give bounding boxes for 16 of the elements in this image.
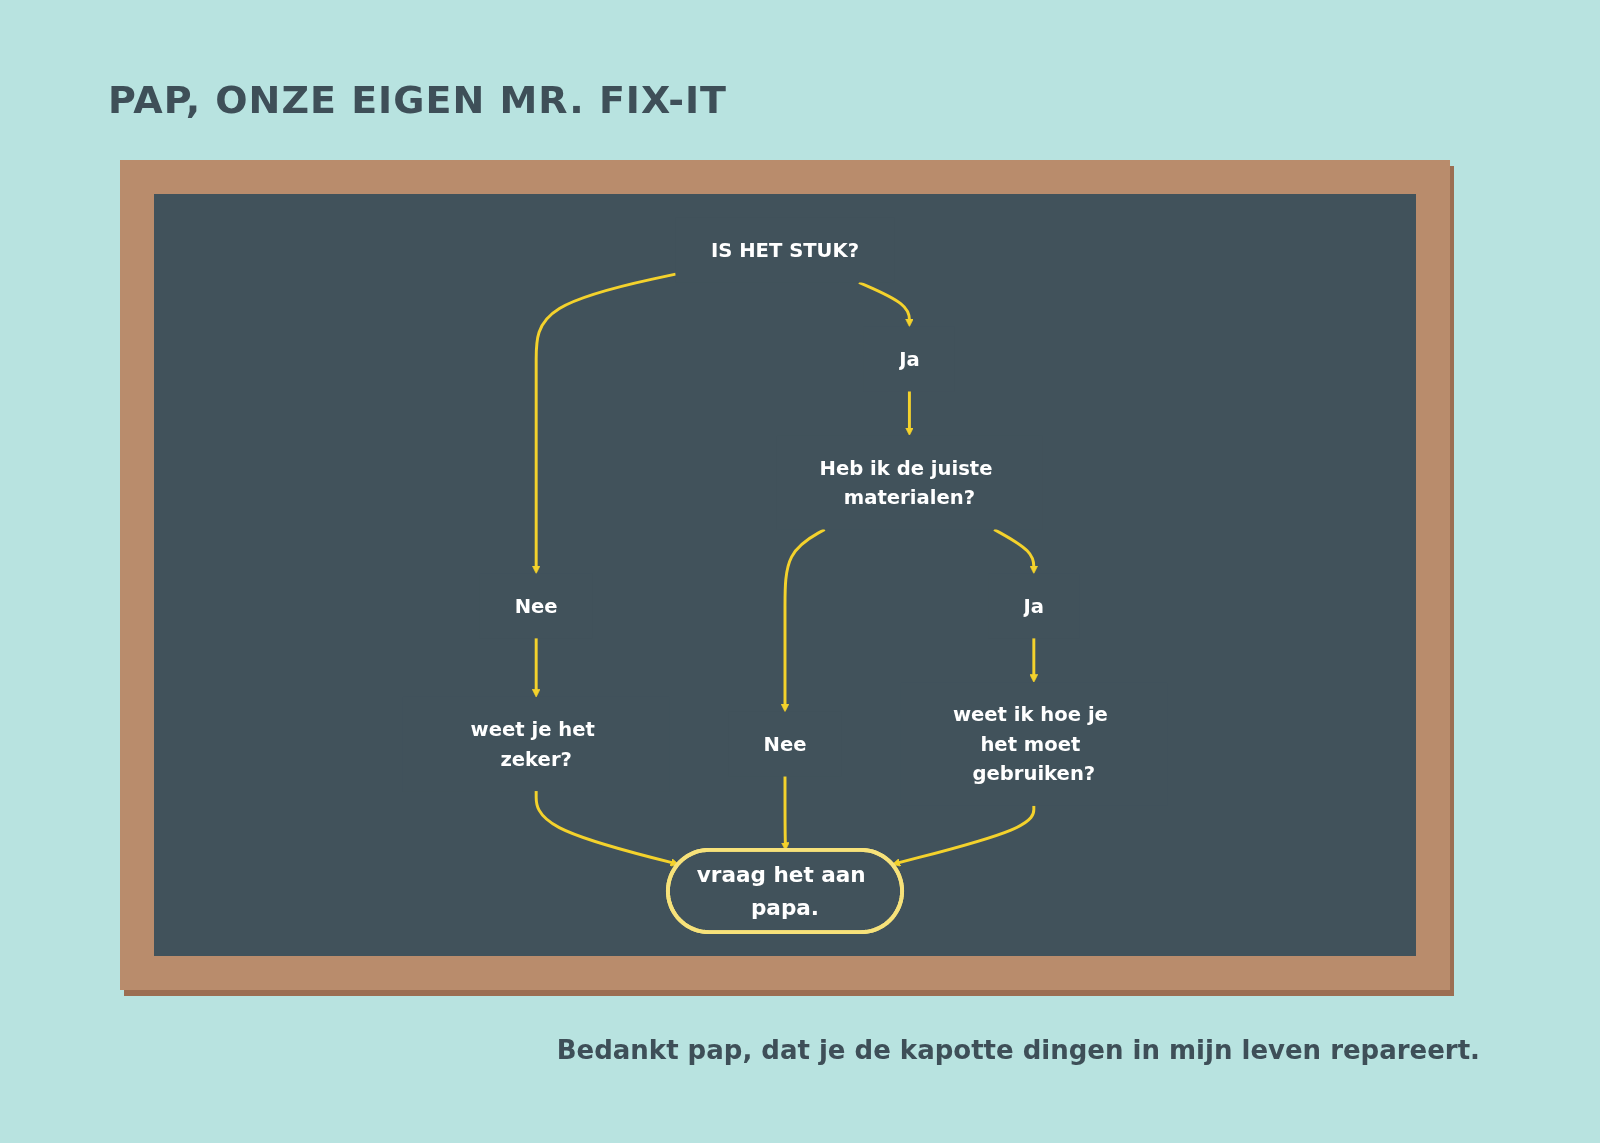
arrow — [531, 638, 541, 698]
arrow — [1029, 638, 1039, 683]
node-text: Heb ik de juiste materialen? — [819, 455, 993, 509]
node-text: Nee — [763, 732, 807, 756]
title: PAP, ONZE EIGEN MR. FIX-IT — [108, 78, 727, 122]
arrow — [993, 528, 1039, 574]
node-text: weet je het zeker? — [470, 717, 595, 771]
arrow — [780, 528, 826, 713]
arrow — [891, 805, 1036, 867]
node-text: IS HET STUK? — [710, 238, 860, 262]
arrow — [905, 391, 914, 436]
node-text: weet ik hoe je het moet gebruiken? — [952, 702, 1108, 786]
arrow — [858, 281, 914, 327]
node-text: Nee — [514, 594, 558, 618]
arrow — [531, 272, 676, 574]
caption: Bedankt pap, dat je de kapotte dingen in mijn leven repareert. — [556, 1035, 1480, 1065]
